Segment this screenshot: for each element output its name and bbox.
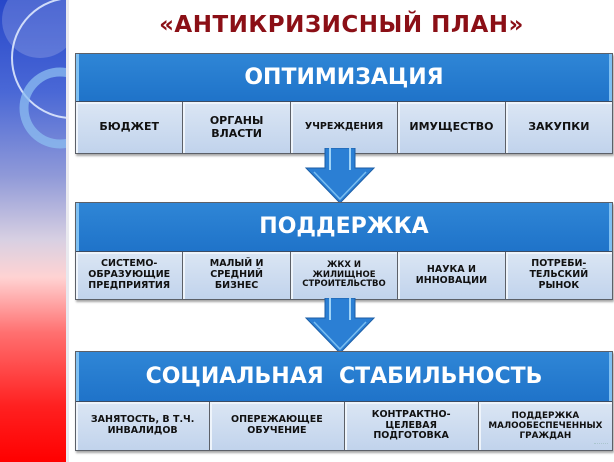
corner-mark <box>594 443 608 448</box>
item-cell: УЧРЕЖДЕНИЯ <box>290 102 399 153</box>
item-cell: ЗАКУПКИ <box>505 102 613 153</box>
block-social-stability: СОЦИАЛЬНАЯ СТАБИЛЬНОСТЬ ЗАНЯТОСТЬ, В Т.Ч… <box>75 351 613 451</box>
down-arrow-icon <box>304 298 376 353</box>
item-cell: БЮДЖЕТ <box>76 102 184 153</box>
left-decorative-strip <box>0 0 66 462</box>
strip-edge <box>66 0 69 462</box>
decorative-circles-icon <box>2 0 66 149</box>
block-heading: ПОДДЕРЖКА <box>76 203 612 252</box>
item-cell: ЗАНЯТОСТЬ, В Т.Ч.ИНВАЛИДОВ <box>76 402 211 450</box>
block-heading: ОПТИМИЗАЦИЯ <box>76 54 612 102</box>
block-heading: СОЦИАЛЬНАЯ СТАБИЛЬНОСТЬ <box>76 352 612 402</box>
item-cell: ИМУЩЕСТВО <box>398 102 506 153</box>
page-title: «АНТИКРИЗИСНЫЙ ПЛАН» <box>159 12 524 38</box>
down-arrow-icon <box>304 148 376 203</box>
